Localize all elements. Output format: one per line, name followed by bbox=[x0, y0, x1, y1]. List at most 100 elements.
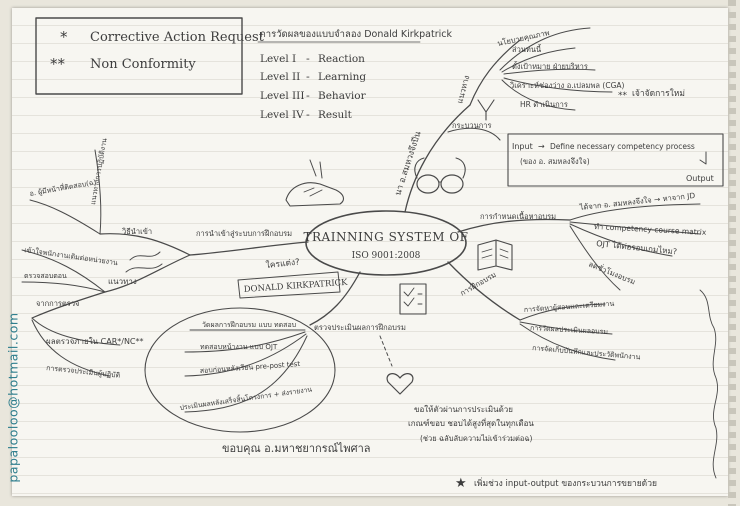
bottom-item-1: วัดผลการฝึกอบรม แบบ ทดสอบ bbox=[202, 320, 296, 329]
legend-car-label: Corrective Action Request bbox=[90, 30, 265, 45]
process-box bbox=[507, 133, 724, 187]
right-lower-item-2-line bbox=[519, 321, 613, 335]
bottom-item-3-line bbox=[184, 333, 307, 377]
right-upper-item-1: ได้จาก อ. สมหลงจึงใจ → หาจาก JD bbox=[578, 191, 696, 212]
binder-holes bbox=[728, 0, 736, 506]
right-upper-item-2: ทำ competency-course matrix bbox=[594, 222, 707, 237]
top-sub-b-line bbox=[447, 127, 501, 141]
note-line-2: เกณฑ์ขอบ ชอบได้สูงที่สุดในทุกเดือน bbox=[408, 417, 534, 429]
top-item-4-line bbox=[503, 77, 613, 93]
donald-tag bbox=[237, 271, 341, 299]
svg-text:-: - bbox=[306, 109, 310, 121]
note-line-3: (ช่วย ฉลับลับความไม่เข้าร่วมต่อฉ) bbox=[420, 434, 532, 443]
left-upper-branch-line bbox=[189, 241, 309, 256]
svg-text:-: - bbox=[306, 71, 310, 83]
bottom-branch-label: ตรวจประเมินผลการฝึกอบรม bbox=[314, 323, 406, 332]
road-icon bbox=[125, 251, 163, 273]
bottom-item-2-line bbox=[184, 331, 306, 353]
process-arrow: → bbox=[538, 142, 545, 151]
central-node bbox=[305, 210, 467, 276]
right-upper-item-2-line bbox=[569, 221, 701, 235]
dashed-connector bbox=[379, 335, 393, 367]
bottom-item-3: สอบก่อนหลังเรียน pre-post test bbox=[200, 360, 301, 375]
legend-box bbox=[35, 17, 243, 95]
kirkpatrick-title: การวัดผลของแบบจำลอง Donald Kirkpatrick bbox=[260, 29, 452, 40]
kirkpatrick-level-2: Level II - Learning bbox=[260, 71, 366, 83]
svg-text:-: - bbox=[306, 90, 310, 102]
who-label: ใครแต่ง? bbox=[265, 256, 300, 271]
right-upper-item-1-line bbox=[569, 203, 701, 221]
process-text: Define necessary competency process bbox=[550, 142, 695, 151]
right-lower-item-1: การจัดหาผู้สอนและเตรียมงาน bbox=[524, 300, 615, 314]
svg-text:Learning: Learning bbox=[318, 71, 366, 83]
glasses-icon bbox=[414, 157, 466, 194]
top-item-1-line bbox=[499, 27, 591, 71]
left-lower-branch-line bbox=[31, 291, 106, 319]
right-lower-item-1-line bbox=[519, 303, 606, 321]
left-upper-sub-b-item-2-line bbox=[21, 281, 106, 293]
svg-text:-: - bbox=[306, 53, 310, 65]
checklist-icon bbox=[399, 283, 427, 315]
legend-star-2: ** bbox=[50, 55, 66, 73]
top-branch-line bbox=[404, 104, 471, 213]
process-return-arrow bbox=[699, 151, 707, 165]
footer-star-icon: ★ bbox=[455, 476, 467, 491]
right-lower-item-2: การวัดผลประเมินผลอบรม bbox=[530, 324, 608, 336]
left-lower-label: จากการตรวจ bbox=[36, 299, 79, 308]
left-lower-item-1: ผลตรวจภายใน CAR*/NC** bbox=[46, 337, 144, 346]
sneaker-icon bbox=[285, 159, 345, 207]
svg-text:Reaction: Reaction bbox=[318, 53, 365, 65]
left-upper-sub-b-item-1: เข้าใจพนักงานเดิมต่อหน่วยงาน bbox=[24, 245, 119, 267]
process-output: Output bbox=[686, 174, 714, 183]
left-lower-item-1-line bbox=[31, 317, 121, 346]
left-upper-sub-a-item-2: แนวทางการปฏิบัติงาน bbox=[89, 137, 109, 205]
kirkpatrick-level-1: Level I - Reaction bbox=[260, 53, 365, 65]
left-lower-item-2: การตรวจประเมินผู้ปฏิบัติ bbox=[46, 364, 121, 380]
heart-icon bbox=[386, 373, 414, 395]
top-item-2-line bbox=[501, 47, 576, 73]
left-upper-sub-a: วิธีนำเข้า bbox=[121, 227, 152, 236]
bottom-item-4-line bbox=[184, 335, 308, 413]
left-upper-sub-b-item-1-line bbox=[21, 249, 106, 293]
kirkpatrick-level-4: Level IV - Result bbox=[260, 109, 353, 121]
top-sub-a-label: แนวทาง bbox=[455, 74, 471, 104]
left-upper-sub-b-line bbox=[104, 254, 191, 293]
notebook-page bbox=[12, 8, 728, 496]
left-upper-sub-a-item-2-line bbox=[94, 149, 102, 235]
process-input: Input bbox=[512, 142, 533, 151]
left-upper-label-1: การนำเข้าสู่ระบบการฝึกอบรม bbox=[196, 229, 292, 238]
central-title: TRAINNING SYSTEM OF bbox=[304, 230, 469, 244]
left-upper-sub-b: แนวทาง bbox=[108, 277, 137, 286]
right-lower-branch-line bbox=[447, 261, 521, 321]
process-note: (ของ อ. สมหลงจึงใจ) bbox=[520, 157, 590, 166]
cga-note: เจ้าจัดการใหม่ bbox=[632, 88, 685, 99]
top-item-3-line bbox=[503, 68, 596, 75]
svg-text:Level IV: Level IV bbox=[260, 109, 304, 121]
cga-mark: ** bbox=[618, 91, 628, 101]
top-item-5-line bbox=[501, 79, 576, 111]
left-upper-sub-a-item-1: อ. ผู้มีหน้าที่ติดสอบ(ฉ) bbox=[29, 177, 97, 198]
left-lower-item-2-line bbox=[31, 319, 111, 377]
svg-text:Level III: Level III bbox=[260, 90, 304, 102]
left-upper-sub-b-item-2: ตรวจสอบตอน bbox=[24, 272, 67, 280]
top-sub-b-label: กระบวนการ bbox=[452, 121, 491, 130]
central-subtitle: ISO 9001:2008 bbox=[352, 251, 421, 261]
bottom-branch-line bbox=[309, 271, 361, 326]
right-margin-scribble bbox=[699, 289, 718, 479]
right-upper-label: การกำหนดเนื้อหาอบรม bbox=[480, 211, 556, 221]
kirkpatrick-level-3: Level III - Behavior bbox=[260, 90, 367, 102]
right-upper-branch-line bbox=[457, 218, 571, 233]
right-upper-item-3: OJT ได้ต่อรอบเกมไหม? bbox=[596, 239, 678, 256]
right-lower-item-3-line bbox=[519, 323, 616, 361]
signature: ขอบคุณ อ.มหาชยากรณ์ไพศาล bbox=[222, 442, 371, 455]
svg-text:Level II: Level II bbox=[260, 71, 300, 83]
top-sub-a-line bbox=[469, 39, 521, 106]
bottom-item-2: ทดสอบหน้างาน แบบ OJT bbox=[200, 343, 278, 351]
top-branch-label: นา อ.สมหวงจึงปีน bbox=[392, 130, 423, 197]
left-upper-sub-a-line bbox=[99, 233, 191, 256]
legend-star-1: * bbox=[60, 28, 68, 46]
left-upper-sub-a-item-1-line bbox=[29, 199, 101, 235]
svg-text:Behavior: Behavior bbox=[318, 90, 367, 102]
fork-icon bbox=[477, 99, 495, 121]
